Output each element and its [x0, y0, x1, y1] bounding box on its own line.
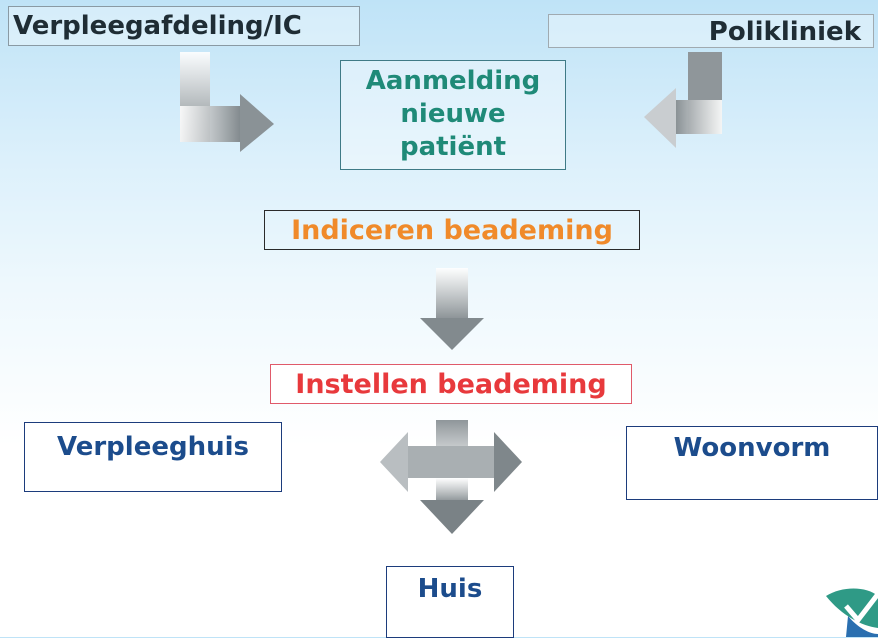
logo [826, 588, 878, 637]
node-woonvorm: Woonvorm [626, 426, 878, 500]
node-label: Woonvorm [673, 433, 831, 463]
node-label-line3: patiënt [399, 132, 507, 162]
node-aanmelding-nieuwe-patient: Aanmelding nieuwe patiënt [340, 60, 566, 170]
node-verpleeghuis: Verpleeghuis [24, 422, 282, 492]
node-label: Huis [417, 574, 483, 604]
node-indiceren-beademing: Indiceren beademing [264, 210, 640, 250]
arrow-ic-to-aanmelding [180, 52, 274, 152]
arrow-polikliniek-to-aanmelding [644, 52, 722, 148]
node-label-line1: Aanmelding [365, 66, 541, 96]
node-verpleegafdeling-ic: Verpleegafdeling/IC [8, 6, 360, 46]
arrow-instellen-to-destinations [380, 420, 522, 534]
node-label-line2: nieuwe [400, 99, 506, 129]
node-label: Polikliniek [708, 17, 861, 47]
node-instellen-beademing: Instellen beademing [270, 364, 632, 404]
node-label: Indiceren beademing [291, 215, 613, 246]
node-polikliniek: Polikliniek [548, 14, 874, 48]
node-label: Instellen beademing [295, 369, 607, 400]
node-huis: Huis [386, 566, 514, 638]
node-label: Verpleeghuis [57, 432, 249, 462]
node-label: Verpleegafdeling/IC [13, 11, 302, 41]
arrow-indiceren-to-instellen [420, 268, 484, 350]
